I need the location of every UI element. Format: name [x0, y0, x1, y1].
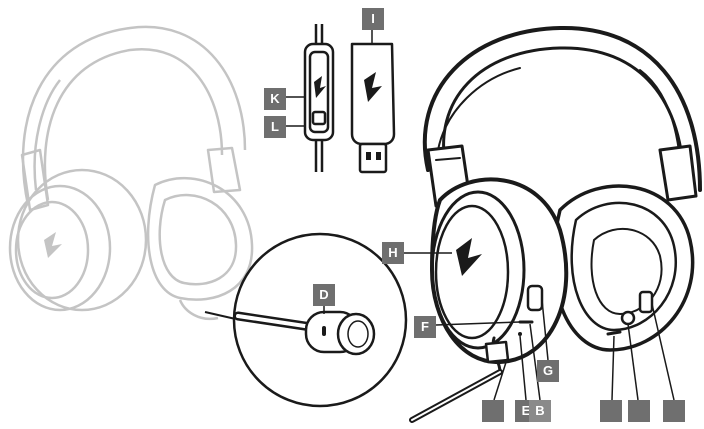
mic-zoom-inset: [204, 232, 408, 408]
callout-blank-4: [663, 400, 685, 422]
leader-lines: [404, 252, 675, 401]
callout-h: H: [382, 242, 404, 264]
usb-dongle: [350, 28, 396, 174]
callout-blank-1: [482, 400, 504, 422]
callout-blank-3: [628, 400, 650, 422]
callout-b: B: [529, 400, 551, 422]
inline-remote: [286, 24, 335, 172]
callout-blank-2: [600, 400, 622, 422]
callout-l: L: [264, 116, 286, 138]
callout-k: K: [264, 88, 286, 110]
callout-f: F: [414, 316, 436, 338]
main-headset: [409, 25, 702, 423]
faded-headset: [8, 25, 254, 321]
callout-g: G: [537, 360, 559, 382]
callout-i: I: [362, 8, 384, 30]
callout-d: D: [313, 284, 335, 306]
